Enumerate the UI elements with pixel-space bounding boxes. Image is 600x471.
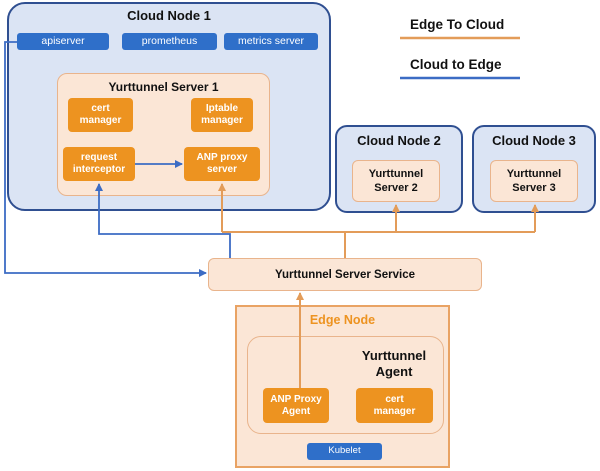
iptable-manager-label: Iptable manager	[201, 103, 243, 126]
cloud-node-2-title: Cloud Node 2	[357, 133, 441, 148]
request-interceptor-box: request interceptor	[63, 147, 135, 181]
apiserver-pill: apiserver	[17, 33, 109, 50]
yurttunnel-agent-title: Yurttunnel Agent	[361, 348, 427, 379]
yurttunnel-server-2: Yurttunnel Server 2	[352, 160, 440, 202]
yurttunnel-server-3: Yurttunnel Server 3	[490, 160, 578, 202]
edge-node-title: Edge Node	[309, 313, 376, 327]
yurttunnel-server-service: Yurttunnel Server Service	[208, 258, 482, 291]
yurttunnel-server-service-label: Yurttunnel Server Service	[275, 268, 415, 281]
anp-proxy-agent-label: ANP Proxy Agent	[270, 393, 322, 417]
iptable-manager-box: Iptable manager	[191, 98, 253, 132]
cert-manager-box: cert manager	[68, 98, 133, 132]
anp-proxy-server-label: ANP proxy server	[196, 152, 248, 175]
edge-cert-manager-label: cert manager	[373, 393, 416, 417]
cert-manager-label: cert manager	[79, 103, 122, 126]
metrics-server-pill: metrics server	[224, 33, 318, 50]
service-to-interceptor-arrow	[95, 183, 231, 258]
yurttunnel-server-2-label: Yurttunnel Server 2	[368, 168, 424, 194]
cloud-node-1-title: Cloud Node 1	[127, 8, 211, 23]
cloud-node-3-title: Cloud Node 3	[492, 133, 576, 148]
apiserver-to-service-arrow	[4, 41, 207, 277]
anp-proxy-agent-box: ANP Proxy Agent	[263, 388, 329, 423]
yurttunnel-server-1-title: Yurttunnel Server 1	[108, 80, 219, 94]
kubelet-pill: Kubelet	[307, 443, 382, 460]
legend-edge-to-cloud: Edge To Cloud	[410, 17, 505, 32]
request-interceptor-label: request interceptor	[72, 152, 126, 175]
yurttunnel-server-3-label: Yurttunnel Server 3	[506, 168, 562, 194]
anp-proxy-server-box: ANP proxy server	[184, 147, 260, 181]
legend-cloud-to-edge: Cloud to Edge	[410, 57, 502, 72]
prometheus-pill: prometheus	[122, 33, 217, 50]
edge-cert-manager-box: cert manager	[356, 388, 433, 423]
